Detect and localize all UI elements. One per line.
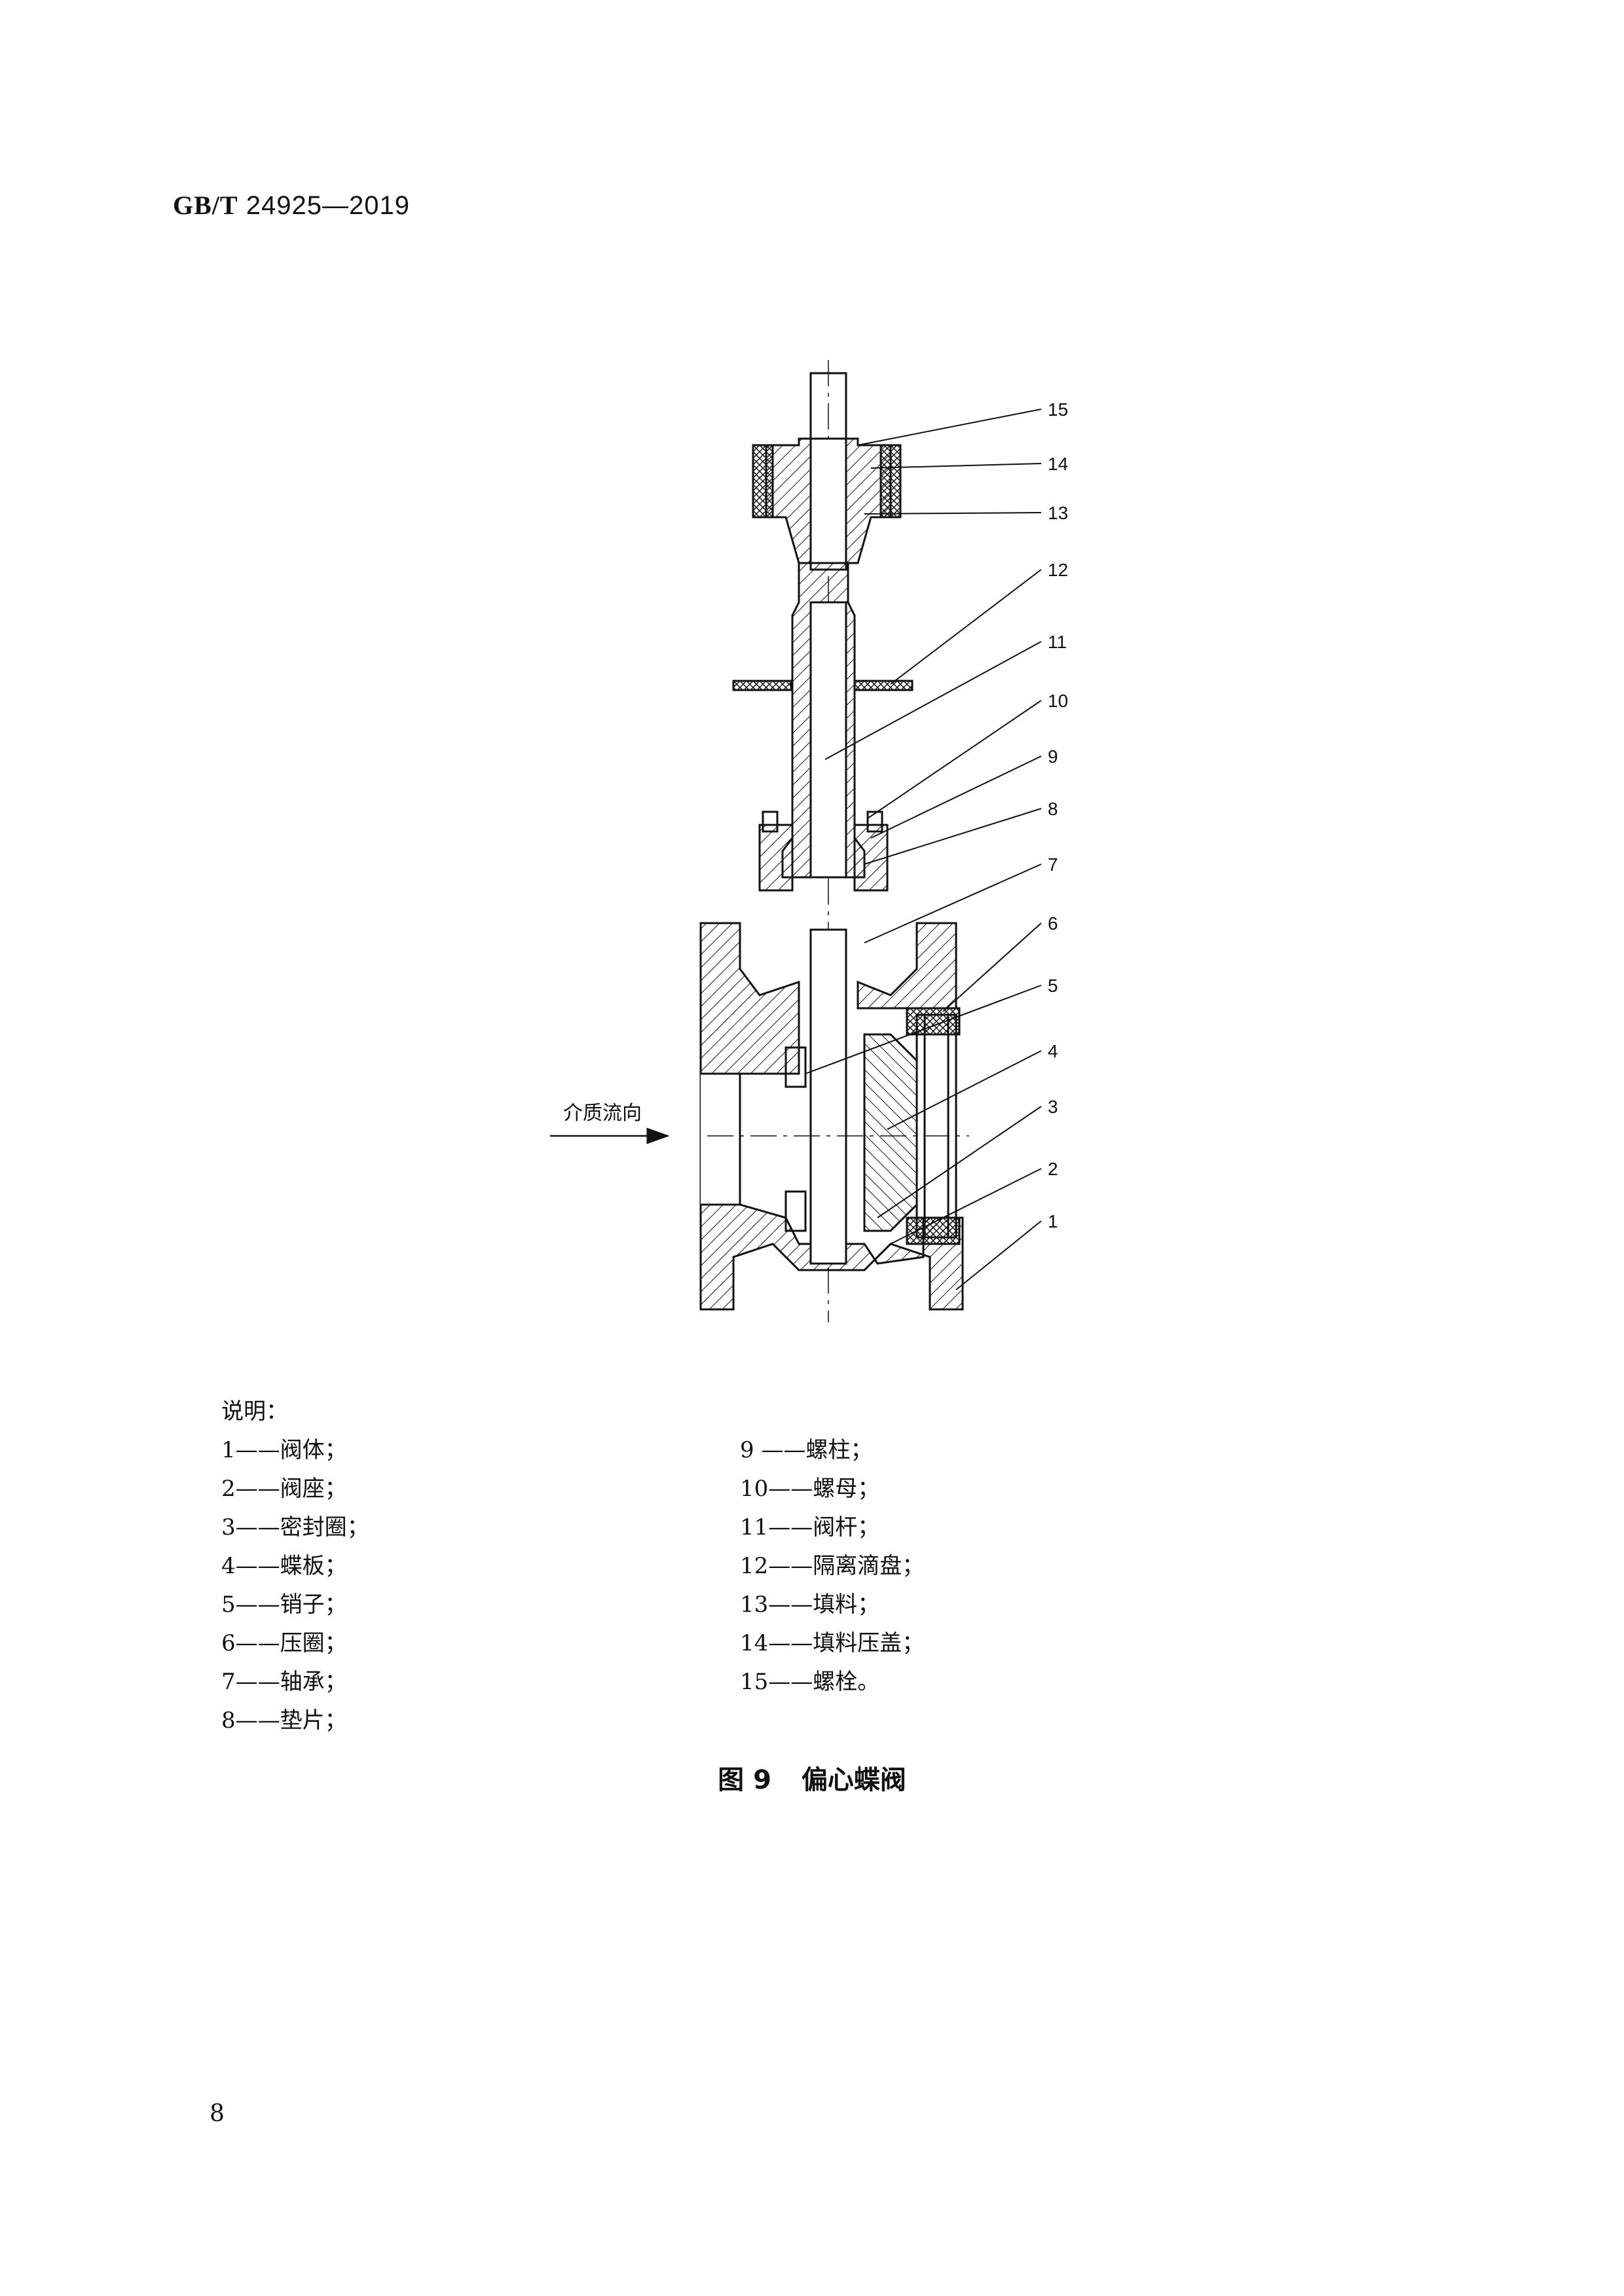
seat-retainer xyxy=(915,1013,957,1239)
bonnet-flange-right xyxy=(853,824,889,892)
valve-body-lower xyxy=(699,1072,964,1311)
legend-item: 2——阀座； xyxy=(221,1476,347,1502)
retainer-bolt-top xyxy=(906,1007,961,1036)
legend-left-column: 1——阀体； 2——阀座； 3——密封圈； 4——蝶板； 5——销子； 6——压… xyxy=(221,1431,369,1740)
legend-item: 9 ——螺柱； xyxy=(740,1437,873,1463)
standard-prefix: GB/T xyxy=(173,191,238,220)
legend-item: 7——轴承； xyxy=(221,1669,347,1695)
legend-item: 3——密封圈； xyxy=(221,1514,369,1540)
legend-item: 8——垫片； xyxy=(221,1707,347,1734)
callout-12: 12 xyxy=(1048,560,1068,580)
gland-bolt-right xyxy=(879,444,902,519)
callout-14: 14 xyxy=(1048,454,1068,474)
body-upper-left xyxy=(699,922,800,1075)
drip-plate-left xyxy=(732,680,792,691)
legend-item: 11——阀杆； xyxy=(740,1514,880,1540)
callout-4: 4 xyxy=(1048,1041,1058,1061)
callout-5: 5 xyxy=(1048,975,1058,996)
bolt-nut-left xyxy=(762,811,779,833)
figure-title: 偏心蝶阀 xyxy=(801,1765,906,1795)
stem-mid xyxy=(809,601,847,879)
callout-3: 3 xyxy=(1048,1097,1058,1117)
callout-labels: 15 14 13 12 11 10 9 8 7 6 5 4 3 2 1 xyxy=(1048,399,1068,1231)
pin-lower xyxy=(784,1190,807,1232)
leader-lines xyxy=(805,409,1042,1290)
legend-item: 6——压圈； xyxy=(221,1630,347,1656)
document-header: GB/T 24925—2019 xyxy=(173,190,410,221)
callout-8: 8 xyxy=(1048,799,1058,819)
legend-item: 10——螺母； xyxy=(740,1476,880,1502)
legend-item: 1——阀体； xyxy=(221,1437,347,1463)
gland-bolt-left xyxy=(752,444,774,519)
flow-direction-label: 介质流向 xyxy=(563,1102,642,1125)
stem-lower xyxy=(809,928,847,1265)
legend-item: 12——隔离滴盘； xyxy=(740,1553,925,1579)
bolt-nut-right xyxy=(866,811,883,833)
stem-upper xyxy=(809,437,847,571)
callout-7: 7 xyxy=(1048,854,1058,875)
body-upper-right xyxy=(857,922,957,1010)
page-number: 8 xyxy=(210,2100,225,2127)
pin-upper xyxy=(784,1046,807,1088)
callout-15: 15 xyxy=(1048,399,1068,420)
standard-number: 24925—2019 xyxy=(246,191,410,220)
legend-title: 说明： xyxy=(221,1398,288,1425)
callout-1: 1 xyxy=(1048,1211,1058,1231)
callout-13: 13 xyxy=(1048,503,1068,523)
figure-number: 图 9 xyxy=(718,1765,771,1795)
legend-item: 13——填料； xyxy=(740,1592,880,1618)
body-bore xyxy=(701,1072,741,1206)
valve-cross-section: 15 14 13 12 11 10 9 8 7 6 5 4 3 2 1 介质流向 xyxy=(550,360,1068,1322)
butterfly-disc xyxy=(863,1033,918,1232)
callout-10: 10 xyxy=(1048,691,1068,711)
figure-caption: 图 9 偏心蝶阀 xyxy=(0,1758,1624,1796)
callout-6: 6 xyxy=(1048,913,1058,934)
legend-right-column: 9 ——螺柱； 10——螺母； 11——阀杆； 12——隔离滴盘； 13——填料… xyxy=(740,1431,924,1702)
callout-9: 9 xyxy=(1048,746,1058,767)
legend-item: 4——蝶板； xyxy=(221,1553,347,1579)
bonnet-flange-left xyxy=(758,824,794,892)
retainer-bolt-bottom xyxy=(906,1216,961,1245)
callout-2: 2 xyxy=(1048,1159,1058,1179)
callout-11: 11 xyxy=(1048,632,1067,652)
drip-plate-right xyxy=(853,680,913,691)
legend-item: 15——螺栓。 xyxy=(740,1669,880,1695)
legend-item: 14——填料压盖； xyxy=(740,1630,925,1656)
legend-item: 5——销子； xyxy=(221,1592,347,1618)
valve-drawing: 15 14 13 12 11 10 9 8 7 6 5 4 3 2 1 介质流向 xyxy=(524,354,1100,1362)
